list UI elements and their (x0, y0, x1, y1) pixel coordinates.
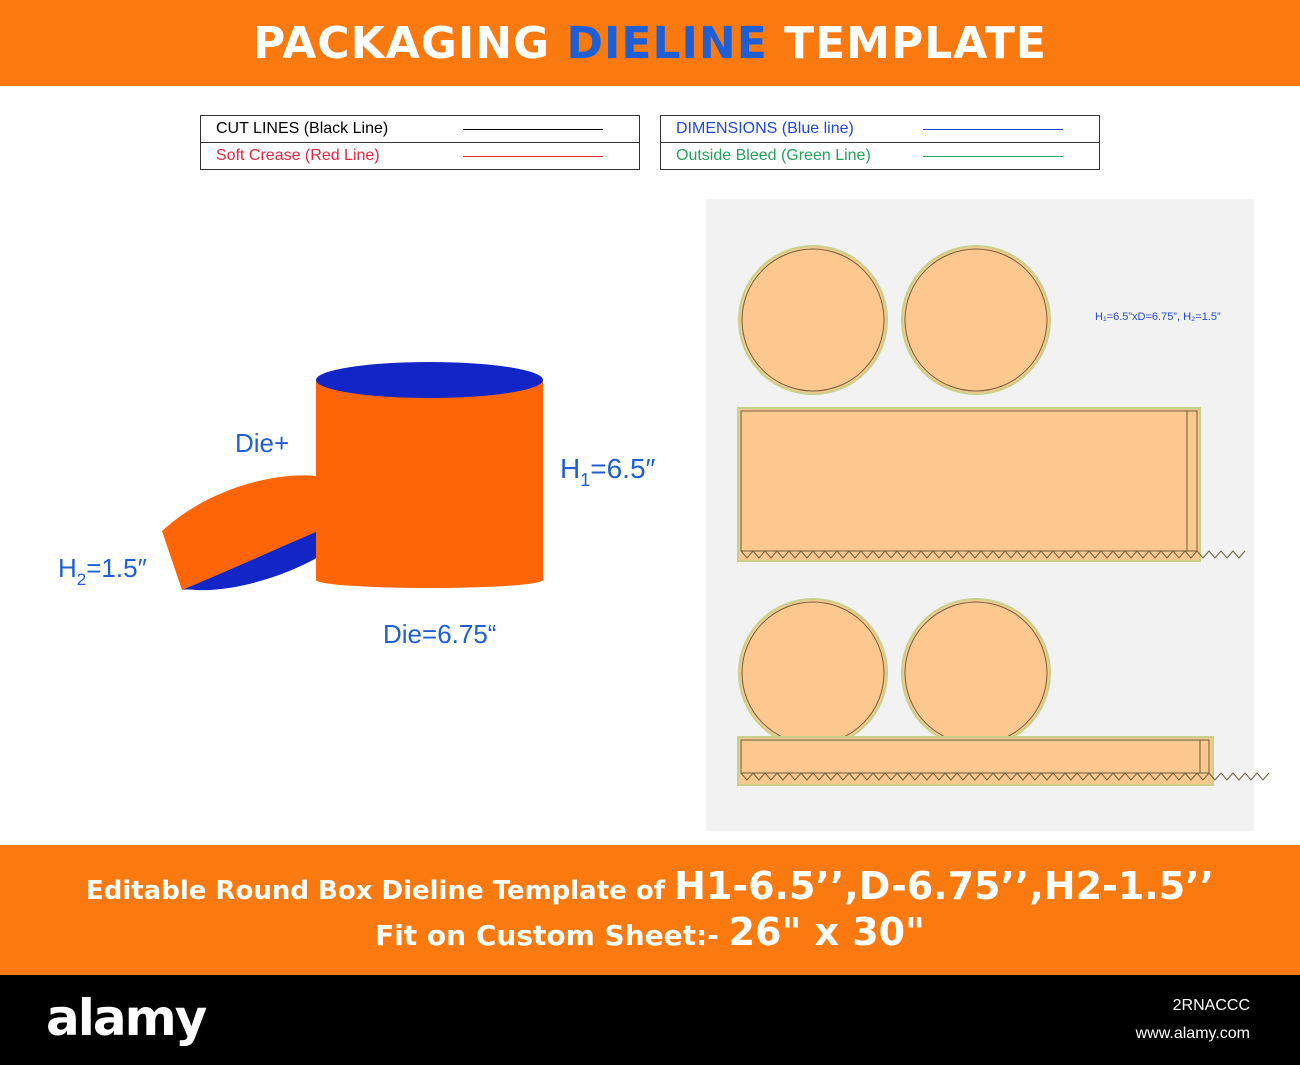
legend-row-dimensions: DIMENSIONS (Blue line) (661, 116, 1099, 142)
legend-label-cut-lines: CUT LINES (Black Line) (216, 120, 389, 137)
sheet-size-value: 26" x 30" (728, 909, 925, 954)
title-part-packaging: PACKAGING (253, 17, 551, 69)
line-legend-left: CUT LINES (Black Line) Soft Crease (Red … (200, 115, 640, 170)
dieline-dimensions-label: H₁=6.5”xD=6.75”, H₂=1.5” (1095, 311, 1221, 323)
box-top-opening (316, 362, 543, 398)
alamy-logo: alamy (46, 989, 207, 1047)
description-banner: Editable Round Box Dieline Template of H… (0, 845, 1300, 975)
legend-label-dimensions: DIMENSIONS (Blue line) (676, 120, 854, 137)
h2-sub: 2 (77, 570, 86, 589)
lid-inner-band (182, 528, 325, 591)
h2-value: =1.5″ (86, 553, 147, 583)
lid-wall-glue-teeth (740, 772, 1270, 781)
title-part-dieline: DIELINE (566, 17, 768, 69)
description-line-1: Editable Round Box Dieline Template of H… (86, 865, 1214, 912)
legend-row-outside-bleed: Outside Bleed (Green Line) (661, 142, 1099, 169)
legend-row-soft-crease: Soft Crease (Red Line) (201, 142, 639, 169)
description-template-text: Editable Round Box Dieline Template of (85, 875, 666, 906)
illustration-canvas: Die+ H1=6.5″ H2=1.5″ Die=6.75“ H₁=6.5”xD… (58, 199, 1270, 831)
image-id: 2RNACCC (1172, 997, 1250, 1014)
box-3d-illustration: Die+ H1=6.5″ H2=1.5″ Die=6.75“ (58, 362, 656, 649)
box-body (316, 380, 543, 580)
bottom-circle-1 (738, 598, 888, 748)
description-line-2: Fit on Custom Sheet:- 26" x 30" (375, 912, 925, 956)
h1-label: H1=6.5″ (560, 453, 656, 490)
sheet-size-label: Fit on Custom Sheet:- (375, 918, 719, 952)
h1-letter: H (560, 453, 580, 484)
box-body-bottom (316, 572, 543, 588)
legend-label-soft-crease: Soft Crease (Red Line) (216, 147, 380, 164)
title-banner: PACKAGING DIELINE TEMPLATE (0, 0, 1300, 86)
h2-letter: H (58, 553, 77, 583)
dieline-sheet: H₁=6.5”xD=6.75”, H₂=1.5” (706, 199, 1270, 831)
bottom-circle-2 (901, 598, 1051, 748)
body-wall-panel (737, 407, 1201, 562)
legend-swatch-green (923, 155, 1063, 157)
legend-swatch-black (463, 128, 603, 130)
line-legend-right: DIMENSIONS (Blue line) Outside Bleed (Gr… (660, 115, 1100, 170)
top-circle-1 (738, 245, 888, 395)
site-url: www.alamy.com (1135, 1025, 1250, 1042)
title-part-template: TEMPLATE (784, 17, 1047, 69)
stock-footer: alamy 2RNACCC www.alamy.com (0, 975, 1300, 1065)
h2-label: H2=1.5″ (58, 553, 147, 589)
die-diameter-label: Die=6.75“ (383, 619, 496, 649)
legend-label-outside-bleed: Outside Bleed (Green Line) (676, 147, 871, 164)
legend-row-cut-lines: CUT LINES (Black Line) (201, 116, 639, 142)
h1-value: =6.5″ (590, 453, 655, 484)
legend-swatch-blue (923, 128, 1063, 130)
h1-sub: 1 (580, 470, 590, 490)
legend-swatch-red (463, 155, 603, 157)
lid-outer-band (162, 475, 325, 590)
die-plus-label: Die+ (235, 428, 289, 458)
description-dimensions: H1-6.5’’,D-6.75’’,H2-1.5’’ (674, 863, 1215, 908)
body-wall-glue-teeth (740, 550, 1246, 559)
top-circle-2 (901, 245, 1051, 395)
page-title: PACKAGING DIELINE TEMPLATE (253, 18, 1047, 69)
